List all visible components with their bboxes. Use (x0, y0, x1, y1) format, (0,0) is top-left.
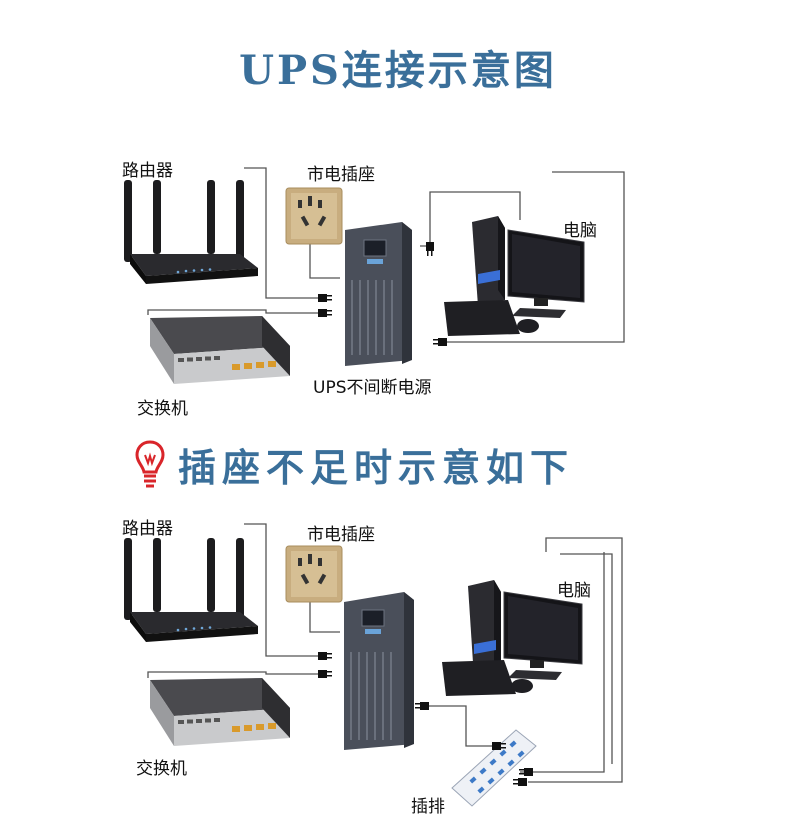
power-strip-label: 插排 (411, 797, 445, 817)
ups-label: UPS不间断电源 (313, 378, 432, 398)
page-title: UPS连接示意图 (239, 47, 557, 94)
switch-label: 交换机 (136, 759, 187, 779)
plug-icon (318, 242, 447, 346)
connection-lines (147, 523, 623, 783)
ups-icon (344, 592, 414, 750)
outlet-label: 市电插座 (307, 165, 375, 185)
computer-label: 电脑 (557, 581, 591, 601)
computer-icon (442, 580, 583, 696)
computer-label: 电脑 (563, 221, 597, 241)
subtitle: 插座不足时示意如下 (178, 444, 575, 490)
power-strip-icon (451, 729, 537, 807)
outlet-icon (285, 545, 343, 603)
router-label: 路由器 (122, 519, 173, 539)
switch-icon (150, 678, 290, 746)
plug-icon (318, 652, 429, 710)
router-icon (124, 180, 258, 284)
outlet-label: 市电插座 (307, 525, 375, 545)
diagram-power-strip (124, 523, 623, 807)
switch-label: 交换机 (137, 399, 188, 419)
lightbulb-icon (135, 440, 165, 488)
computer-icon (444, 216, 585, 336)
outlet-icon (285, 187, 343, 245)
switch-icon (150, 316, 290, 384)
diagram-normal (124, 167, 625, 384)
router-icon (124, 538, 258, 642)
subtitle-row: 插座不足时示意如下 (134, 436, 574, 492)
ups-icon (345, 222, 412, 366)
router-label: 路由器 (122, 161, 173, 181)
